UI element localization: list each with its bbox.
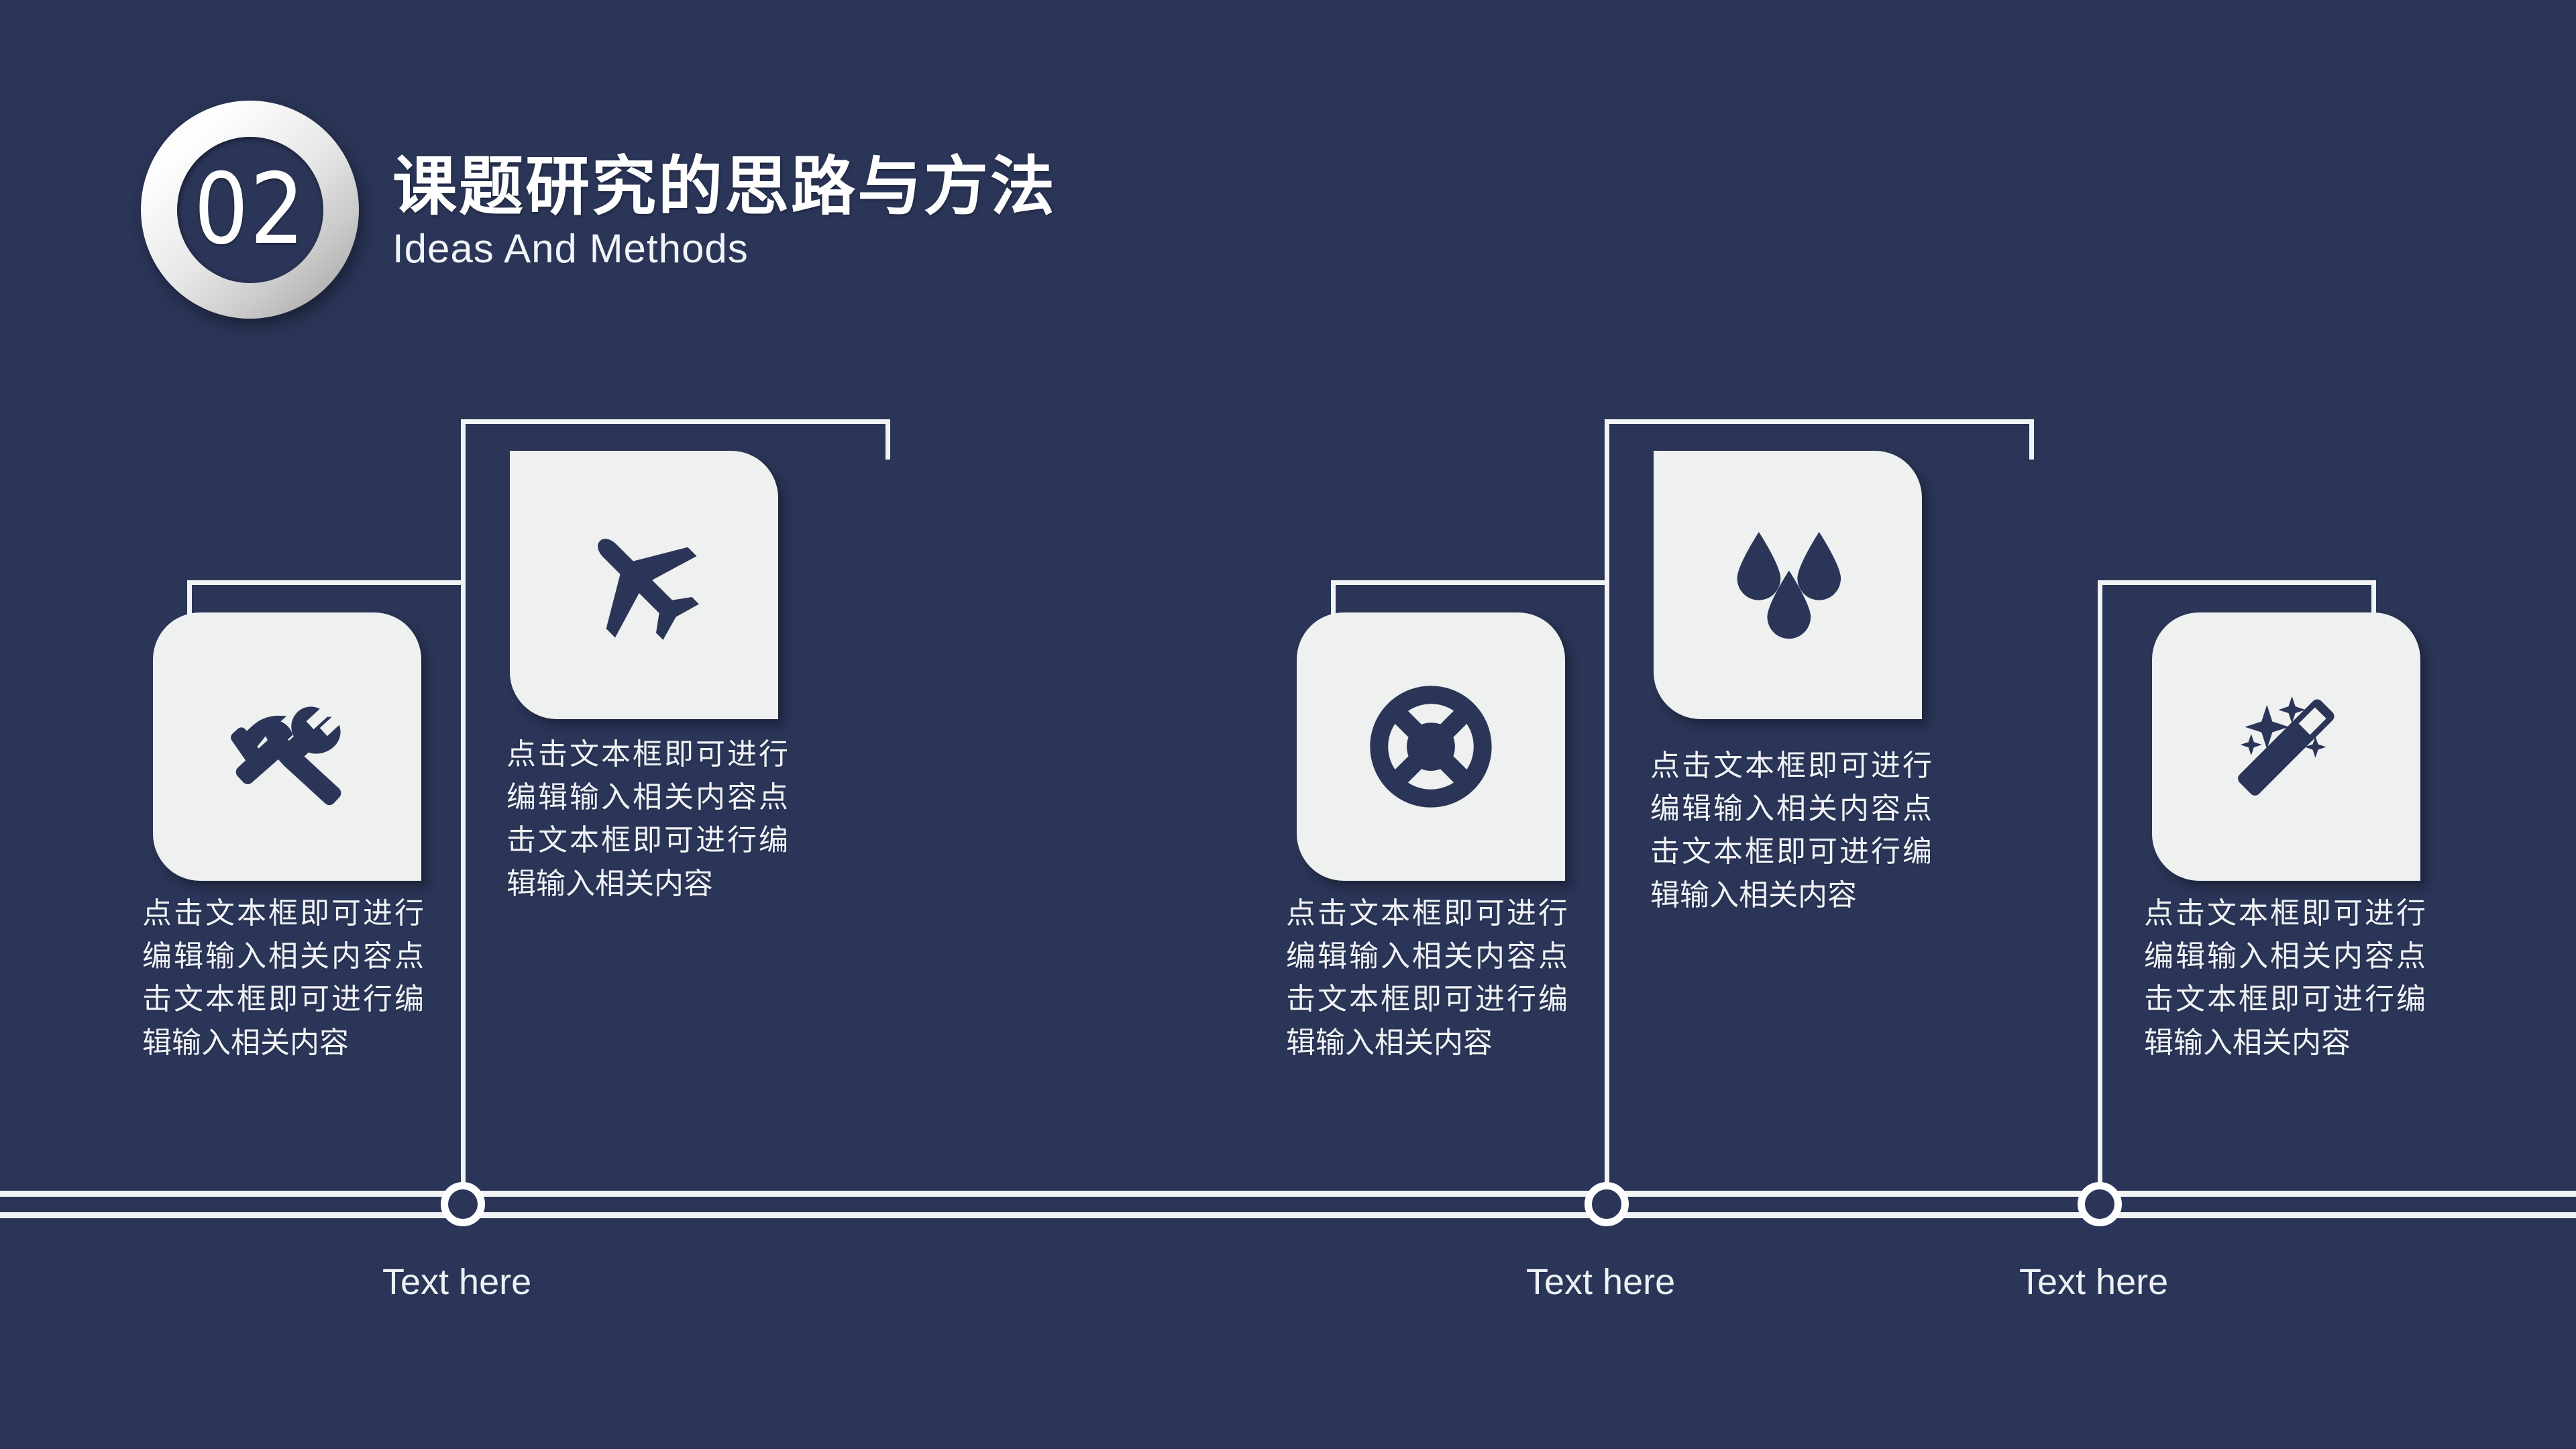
connector-branch-2-upper [1605, 419, 2034, 424]
timeline-rail-top [0, 1191, 2576, 1197]
connector-branch-1-lower [187, 580, 466, 585]
section-number-badge: 02 [141, 101, 359, 319]
timeline-node-label-2: Text here [1526, 1262, 1676, 1302]
connector-branch-3 [2098, 580, 2376, 585]
life-ring-icon [1364, 680, 1498, 814]
item-text-airplane: 点击文本框即可进行编辑输入相关内容点击文本框即可进行编辑输入相关内容 [506, 737, 788, 901]
water-drops-icon [1711, 508, 1865, 662]
item-text-tools: 点击文本框即可进行编辑输入相关内容点击文本框即可进行编辑输入相关内容 [142, 896, 424, 1060]
hammer-wrench-icon [213, 673, 361, 820]
connector-branch-2-lower [1331, 580, 1609, 585]
icon-card-airplane[interactable] [510, 451, 778, 719]
airplane-icon [570, 511, 718, 659]
icon-card-tools[interactable] [153, 612, 421, 881]
badge-number-text: 02 [194, 152, 306, 266]
badge-inner-disc: 02 [176, 136, 323, 283]
connector-drop-3 [2371, 580, 2376, 621]
item-text-droplets: 点击文本框即可进行编辑输入相关内容点击文本框即可进行编辑输入相关内容 [1650, 749, 1932, 912]
connector-stem-1 [461, 419, 466, 1194]
item-text-lifering: 点击文本框即可进行编辑输入相关内容点击文本框即可进行编辑输入相关内容 [1286, 896, 1568, 1060]
item-text-wand: 点击文本框即可进行编辑输入相关内容点击文本框即可进行编辑输入相关内容 [2144, 896, 2426, 1060]
connector-stem-2 [1605, 419, 1609, 1194]
header-text-block: 课题研究的思路与方法 Ideas And Methods [392, 154, 1057, 272]
connector-drop-2-lower [1331, 580, 1336, 621]
timeline-rail-bottom [0, 1212, 2576, 1218]
connector-drop-2-upper [2029, 419, 2034, 460]
connector-stem-3 [2098, 580, 2102, 1194]
connector-drop-1-lower [187, 580, 192, 621]
page-subtitle: Ideas And Methods [392, 226, 749, 271]
slide-header: 02 课题研究的思路与方法 Ideas And Methods [141, 101, 1147, 329]
page-title: 课题研究的思路与方法 [392, 149, 1057, 224]
timeline-node-label-1: Text here [382, 1262, 532, 1302]
timeline-node-3[interactable] [2078, 1182, 2122, 1226]
timeline-node-label-3: Text here [2019, 1262, 2169, 1302]
timeline-node-2[interactable] [1585, 1182, 1629, 1226]
icon-card-lifering[interactable] [1297, 612, 1565, 881]
timeline-baseline [0, 1191, 2576, 1218]
icon-card-droplets[interactable] [1654, 451, 1922, 719]
icon-card-wand[interactable] [2152, 612, 2420, 881]
magic-wand-icon [2214, 675, 2359, 819]
connector-branch-1-upper [461, 419, 890, 424]
connector-drop-1-upper [885, 419, 890, 460]
timeline-node-1[interactable] [441, 1182, 485, 1226]
